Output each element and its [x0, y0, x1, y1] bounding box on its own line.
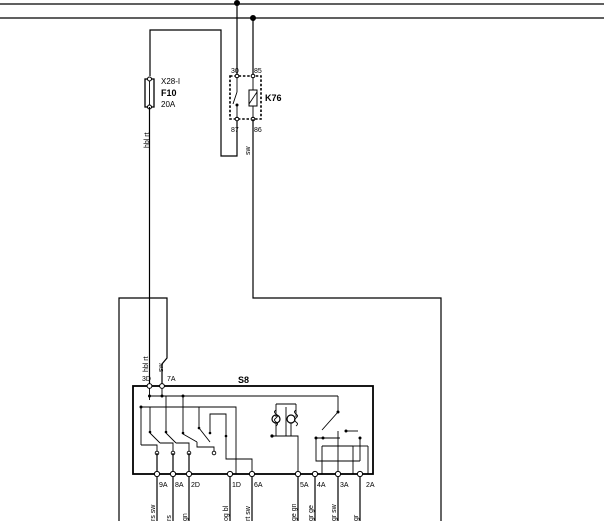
s8-wire-4a: gr ge: [308, 505, 315, 521]
s8-wire-6a: rt sw: [245, 505, 252, 521]
wire-relay-86-to-bus: [252, 119, 442, 521]
s8-pin-8a: 8A: [175, 482, 184, 489]
s8-wire-1d: og bl: [223, 505, 230, 521]
s8-wire-5a: ge gn: [291, 503, 298, 521]
s8-pin-2a: 2A: [366, 482, 375, 489]
wire-color-fuse: hbl rt: [144, 132, 151, 148]
switch-s8-label: S8: [238, 375, 249, 385]
s8-top-wire-2: sw: [158, 363, 165, 373]
s8-internal-contacts-right: [314, 396, 369, 474]
s8-wire-8a: rs: [166, 515, 173, 521]
s8-top-terminal-7a: [159, 383, 165, 389]
s8-top-terminal-3d: [146, 383, 153, 389]
s8-pin-4a: 4A: [317, 482, 326, 489]
relay-k76: [229, 73, 262, 122]
relay-pin-86: 86: [254, 127, 262, 134]
relay-pin-30: 30: [231, 68, 239, 75]
s8-wire-3a: gr sw: [331, 503, 338, 521]
s8-top-pin-3d: 3D: [142, 376, 151, 383]
wire-loop-left: [118, 297, 168, 521]
s8-top-wire-1: hbl rt: [143, 356, 150, 372]
s8-top-pin-7a: 7A: [167, 376, 176, 383]
wire-fuse-feed: [149, 29, 238, 157]
fuse-name-label: F10: [161, 88, 177, 98]
s8-wire-9a: rs sw: [150, 504, 157, 521]
s8-wire-2d: gn: [182, 513, 189, 521]
s8-internal-lamps: [270, 403, 299, 474]
s8-pin-1d: 1D: [232, 482, 241, 489]
s8-internal-contacts-left: [139, 388, 338, 474]
fuse-f10: [144, 76, 155, 110]
s8-pin-2d: 2D: [191, 482, 200, 489]
s8-pin-3a: 3A: [340, 482, 349, 489]
s8-pin-5a: 5A: [300, 482, 309, 489]
s8-pin-6a: 6A: [254, 482, 263, 489]
relay-pin-87: 87: [231, 127, 239, 134]
s8-wire-2a: gr: [353, 514, 360, 521]
s8-pin-9a: 9A: [159, 482, 168, 489]
relay-name-label: K76: [265, 93, 282, 103]
relay-pin-85: 85: [254, 68, 262, 75]
s8-bottom-terminals: [153, 453, 364, 521]
fuse-connector-label: X28-I: [161, 77, 180, 86]
fuse-rating-label: 20A: [161, 100, 176, 109]
wire-color-relay: sw: [245, 146, 252, 156]
